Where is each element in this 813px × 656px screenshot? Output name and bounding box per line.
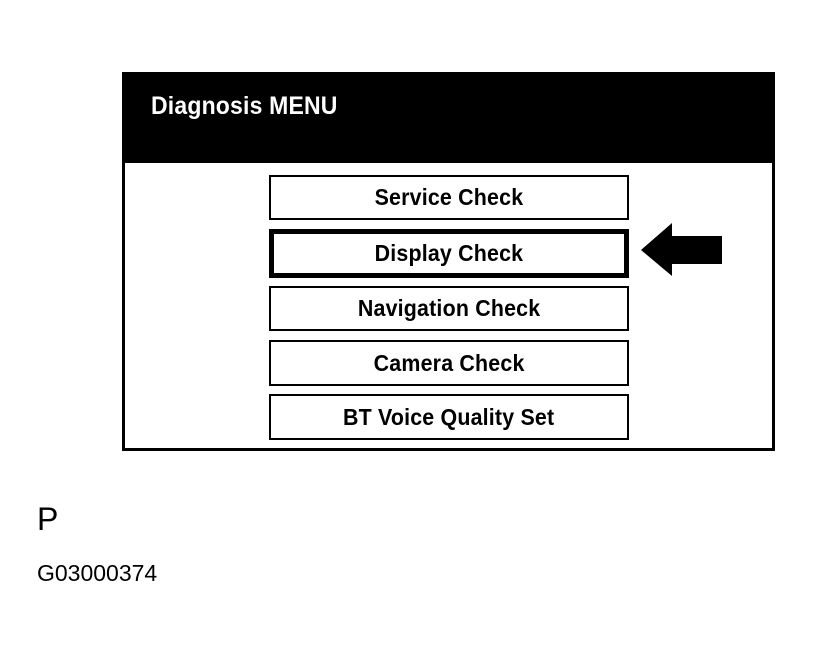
menu-button-navigation-check[interactable]: Navigation Check <box>269 286 629 331</box>
screen-header: Diagnosis MENU <box>125 75 772 163</box>
menu-button-label: BT Voice Quality Set <box>343 403 555 430</box>
figure-caption: P G03000374 <box>37 503 157 585</box>
caption-code: G03000374 <box>37 560 158 586</box>
menu-button-camera-check[interactable]: Camera Check <box>269 340 629 386</box>
menu-button-service-check[interactable]: Service Check <box>269 175 629 220</box>
caption-letter: P <box>37 501 59 537</box>
page-title: Diagnosis MENU <box>151 92 338 120</box>
menu-button-label: Navigation Check <box>357 295 541 321</box>
menu-button-label: Camera Check <box>373 349 525 376</box>
arrow-left-icon <box>641 223 722 276</box>
menu-button-label: Display Check <box>374 240 524 266</box>
menu-button-bt-voice-quality-set[interactable]: BT Voice Quality Set <box>269 394 629 440</box>
menu-button-display-check[interactable]: Display Check <box>269 229 629 278</box>
menu-button-label: Service Check <box>374 184 524 210</box>
